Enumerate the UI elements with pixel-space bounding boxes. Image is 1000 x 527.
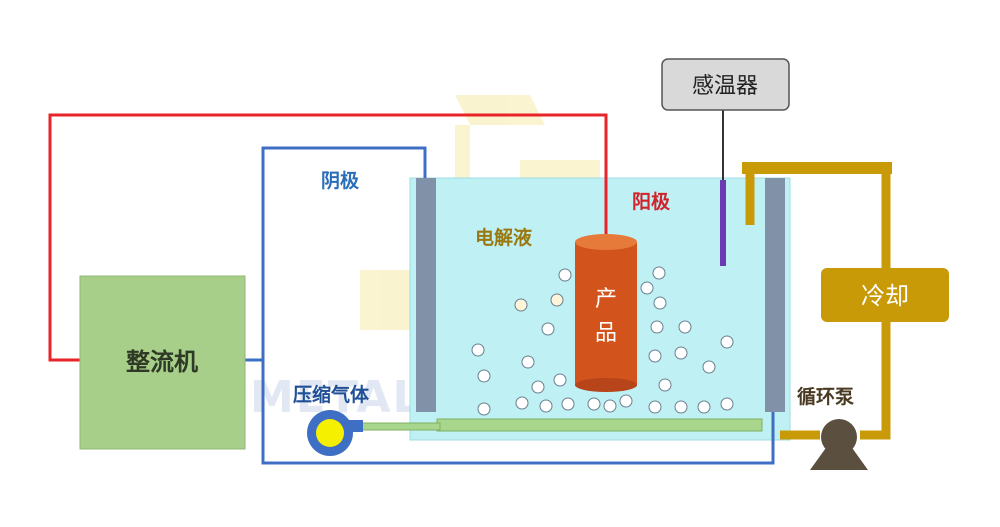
air-sparger-pipe	[436, 418, 763, 432]
bubble	[720, 335, 734, 349]
electrolyte-label: 电解液	[475, 226, 533, 249]
cathode-wire-left	[245, 146, 427, 362]
bubble	[587, 397, 601, 411]
bubble	[515, 396, 529, 410]
bubble	[477, 402, 491, 416]
bubble	[720, 397, 734, 411]
compressed-gas-label: 压缩气体	[293, 383, 370, 406]
bubble	[640, 281, 654, 295]
cooling-inlet-cap	[742, 162, 892, 174]
product-cylinder	[575, 234, 637, 392]
bubble	[550, 293, 564, 307]
bubble	[697, 400, 711, 414]
cathode-wire-bottom	[261, 360, 775, 465]
anode-wire	[48, 113, 608, 362]
cooler-label: 冷却	[861, 282, 909, 310]
air-blower-outlet	[345, 420, 363, 432]
bubble	[653, 296, 667, 310]
sensor-label: 感温器	[692, 74, 758, 99]
rectifier-box	[79, 275, 246, 450]
bubble	[650, 320, 664, 334]
bubble	[648, 400, 662, 414]
bubble	[658, 378, 672, 392]
bubble	[561, 397, 575, 411]
bubble	[652, 266, 666, 280]
air-blower-core	[316, 419, 344, 447]
cathode-plate-left	[416, 178, 436, 412]
bubble	[648, 349, 662, 363]
bubble	[541, 322, 555, 336]
bubble	[558, 268, 572, 282]
bubble	[619, 394, 633, 408]
bubble	[678, 320, 692, 334]
product-label-line2: 品	[595, 321, 617, 346]
bubble	[531, 380, 545, 394]
bubble	[603, 399, 617, 413]
cooler-box	[821, 268, 949, 322]
cathode-label: 阴极	[321, 169, 360, 192]
bubble	[674, 400, 688, 414]
bubble	[674, 346, 688, 360]
product-label-line1: 产	[595, 287, 617, 312]
circulation-pump	[810, 419, 868, 470]
rectifier-label: 整流机	[126, 348, 198, 376]
bubble	[514, 298, 528, 312]
bubble	[539, 399, 553, 413]
sensor-probe	[720, 180, 726, 266]
cathode-plate-right	[765, 178, 785, 412]
bubble	[471, 343, 485, 357]
anode-label: 阳极	[632, 190, 671, 213]
bubble	[553, 373, 567, 387]
air-bubbles	[471, 266, 734, 416]
bubble	[477, 369, 491, 383]
sensor-box	[661, 58, 790, 111]
bubble	[521, 355, 535, 369]
bubble	[702, 360, 716, 374]
pump-label: 循环泵	[797, 385, 854, 408]
